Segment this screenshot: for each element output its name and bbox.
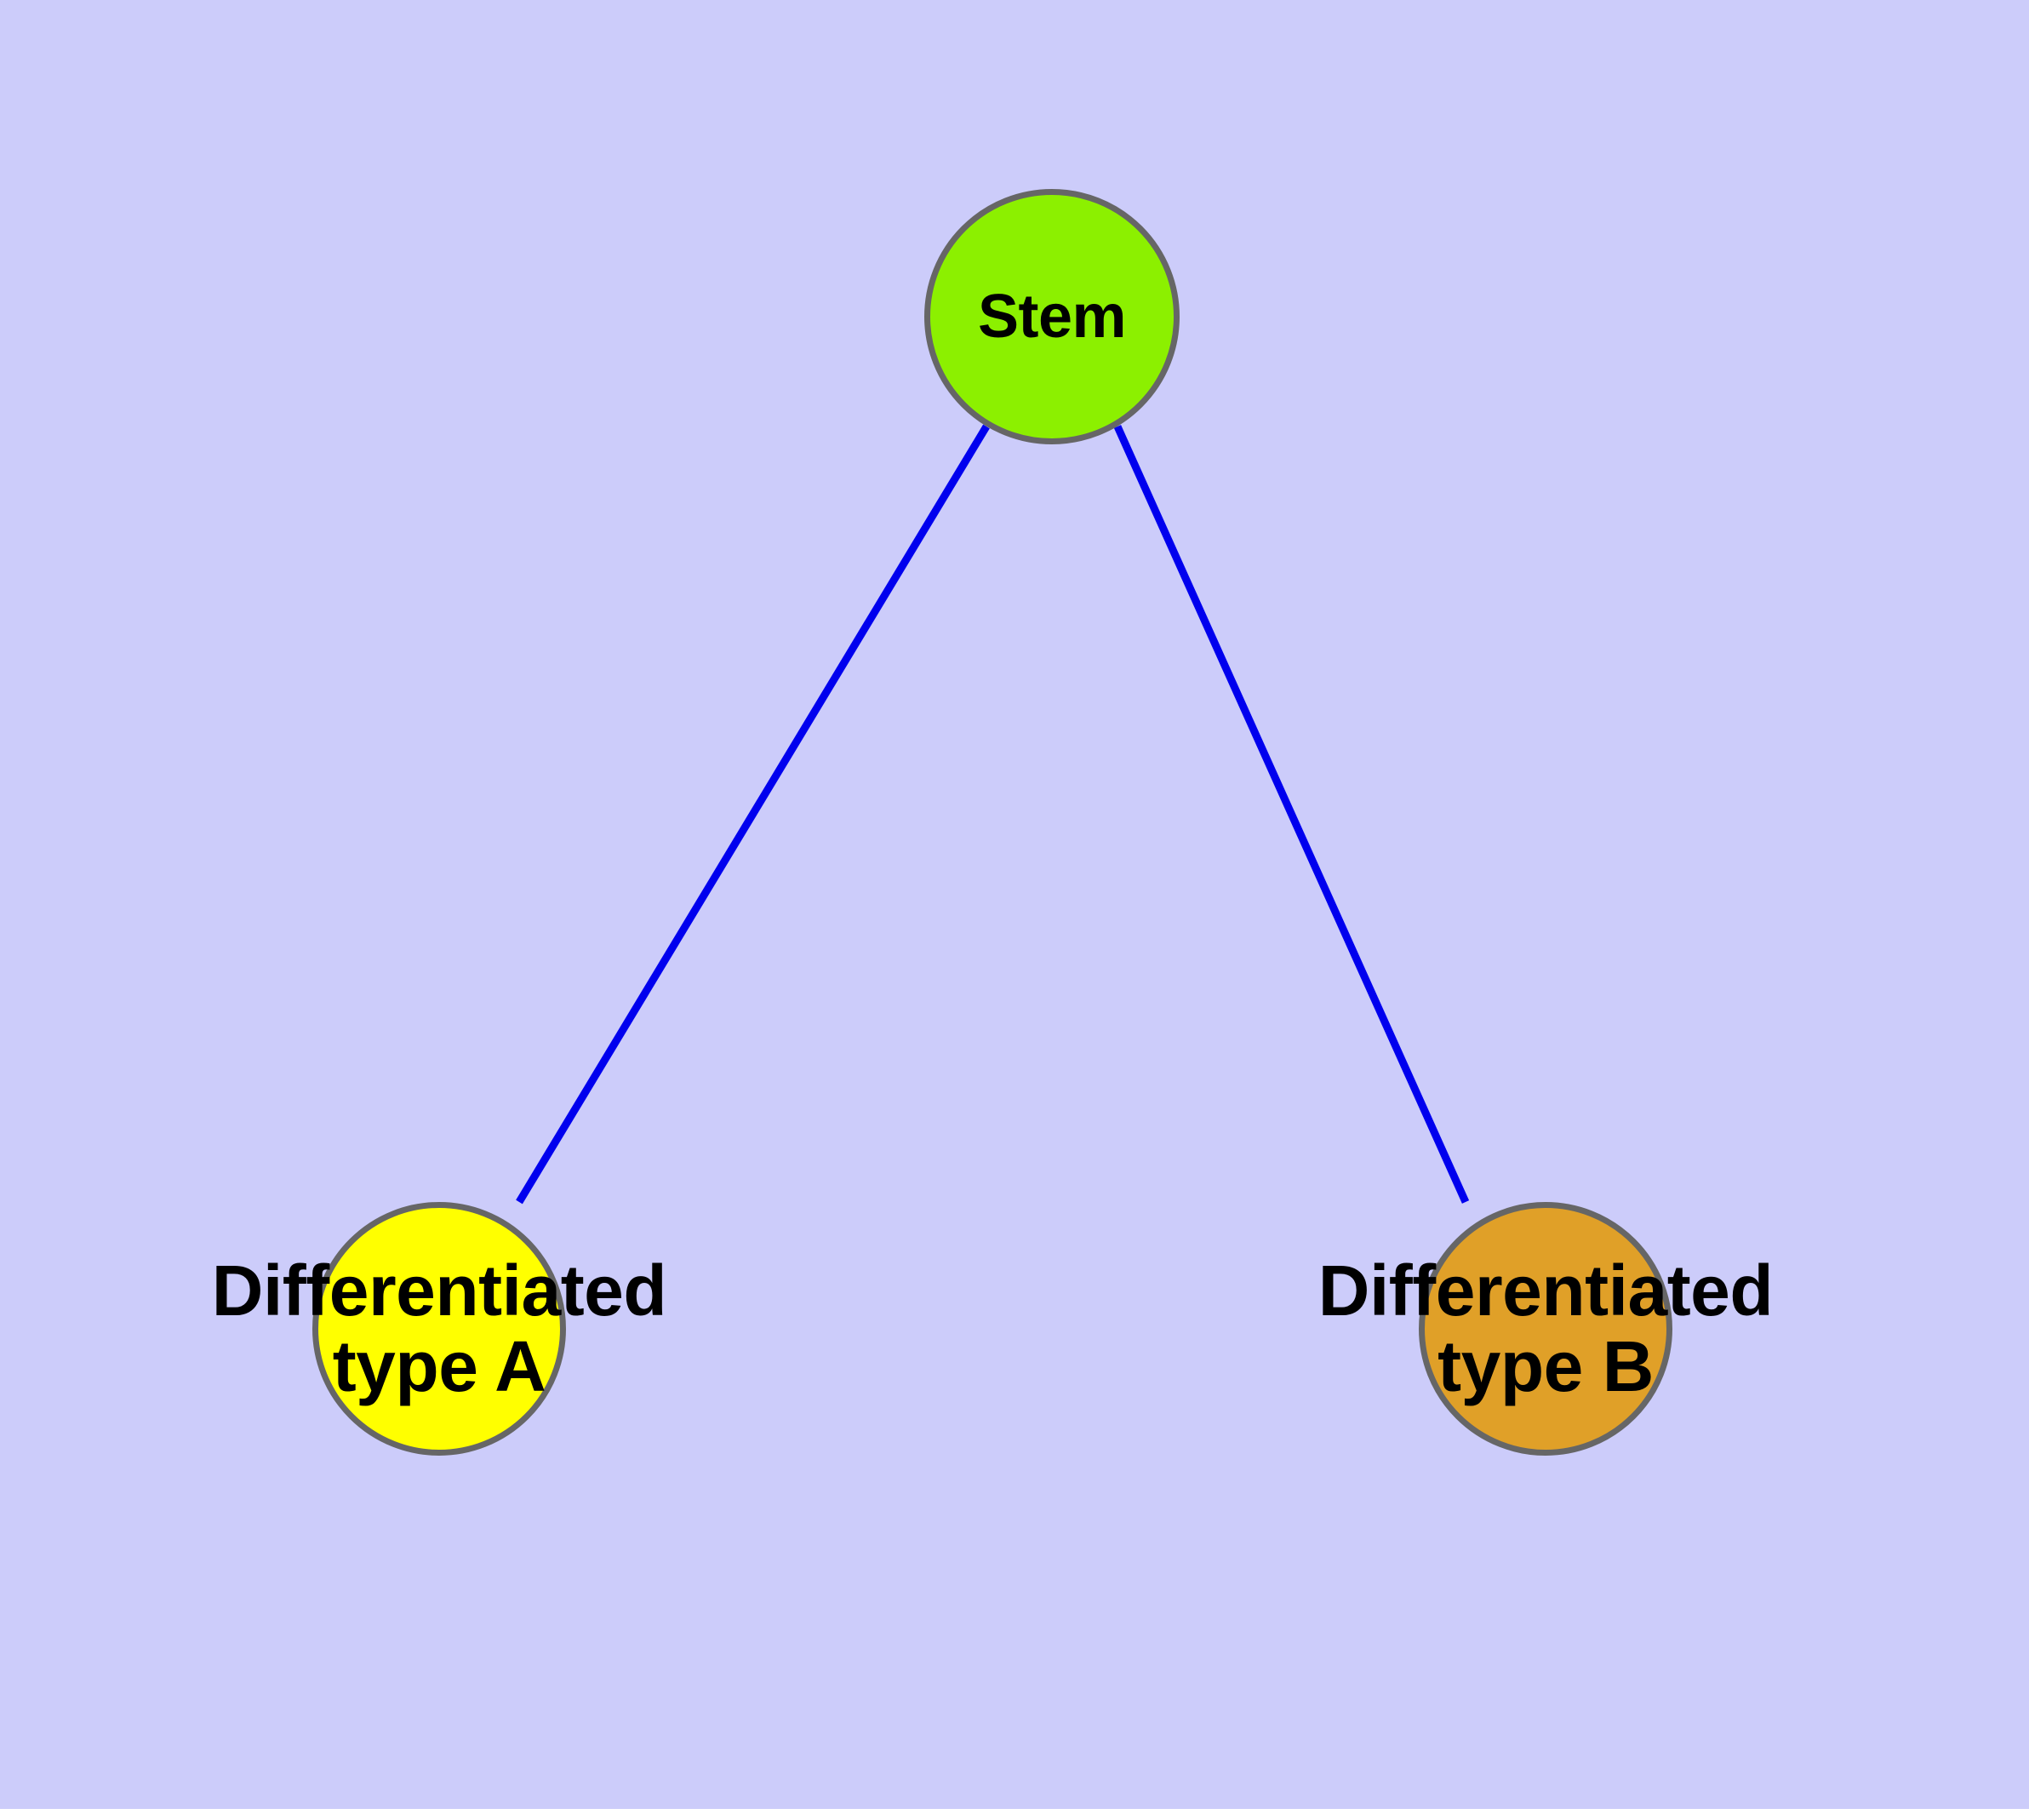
node-stem[interactable]	[924, 189, 1180, 444]
edge-stem-to-diff-a	[516, 424, 990, 1205]
bottom-white-strip	[0, 1809, 2029, 1820]
node-differentiated-type-a[interactable]	[312, 1202, 566, 1456]
edge-stem-to-diff-b	[1113, 425, 1470, 1204]
node-differentiated-type-b[interactable]	[1419, 1202, 1672, 1456]
